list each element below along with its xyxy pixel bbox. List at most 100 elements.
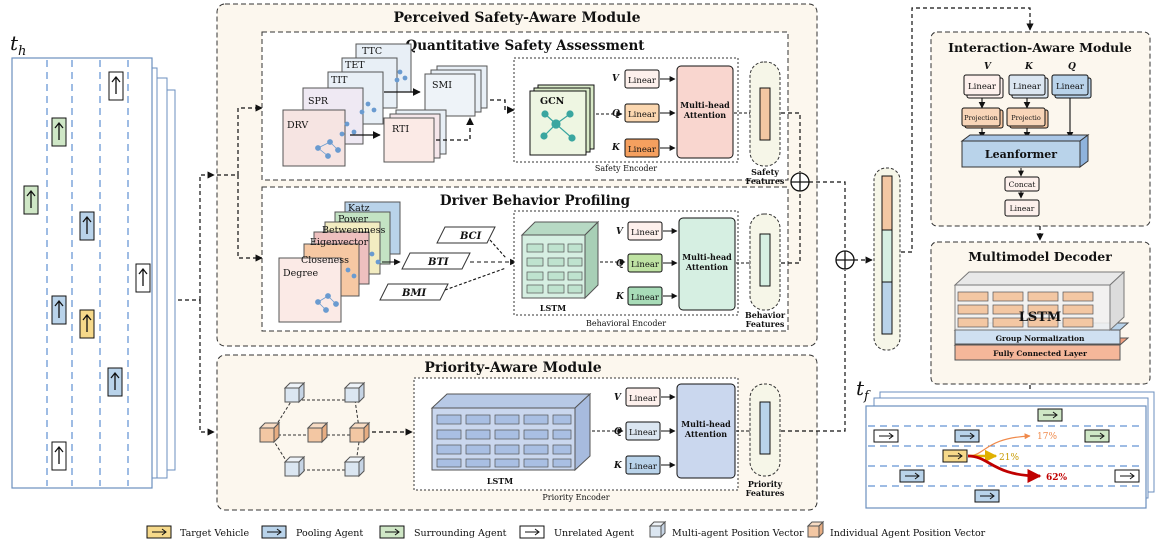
svg-text:Priority: Priority — [748, 479, 783, 489]
index-bti: BTI — [427, 257, 449, 268]
unrelated-agent — [135, 263, 151, 293]
legend-target: Target Vehicle — [180, 528, 249, 539]
svg-text:Interaction-Aware Module: Interaction-Aware Module — [948, 40, 1132, 55]
priority-module-title: Priority-Aware Module — [424, 360, 601, 376]
behavior-attention — [678, 217, 736, 311]
priority-attention — [676, 383, 736, 479]
safety-feature-vector — [759, 87, 771, 141]
legend-individual: Individual Agent Position Vector — [830, 528, 986, 539]
svg-text:Q: Q — [616, 259, 624, 269]
smi-stack: SMI — [424, 65, 488, 117]
behavior-qkv: V Linear Q Linear K Linear — [615, 221, 663, 306]
prob-17: 17% — [1037, 432, 1057, 442]
svg-text:Linear: Linear — [629, 394, 658, 404]
svg-text:Concat: Concat — [1009, 180, 1036, 189]
svg-text:Multi-head: Multi-head — [681, 419, 731, 429]
fused-feature-vector — [881, 175, 893, 335]
svg-text:Linear: Linear — [1056, 82, 1085, 92]
indicator-drv: DRV — [287, 120, 308, 131]
svg-text:Safety: Safety — [751, 167, 779, 177]
safety-qkv: V Linear Q Linear K Linear — [611, 69, 660, 158]
legend: Target Vehicle Pooling Agent Surrounding… — [146, 520, 986, 539]
prob-62: 62% — [1046, 473, 1068, 483]
gcn-label: GCN — [540, 96, 565, 107]
legend-pooling: Pooling Agent — [296, 528, 363, 539]
svg-text:Linear: Linear — [628, 76, 657, 86]
svg-text:V: V — [612, 74, 620, 84]
priority-cube-graph — [258, 381, 371, 478]
svg-text:V: V — [984, 62, 992, 72]
svg-text:Group Normalization: Group Normalization — [996, 334, 1085, 343]
safety-encoder-label: Safety Encoder — [595, 164, 657, 173]
future-agents — [873, 408, 1140, 503]
svg-text:K: K — [611, 143, 621, 153]
svg-text:Linear: Linear — [1010, 204, 1035, 213]
index-bmi: BMI — [401, 288, 427, 299]
quantitative-title: Quantitative Safety Assessment — [405, 38, 645, 54]
svg-text:Priority Encoder: Priority Encoder — [542, 493, 609, 502]
centrality-eigenvector: Eigenvector — [310, 237, 369, 248]
svg-text:Multimodel Decoder: Multimodel Decoder — [968, 249, 1112, 264]
svg-text:Linear: Linear — [631, 293, 660, 303]
driver-behavior-title: Driver Behavior Profiling — [440, 193, 631, 209]
surrounding-agent — [23, 185, 39, 215]
prediction-trajectories — [967, 433, 1042, 483]
centrality-betweenness: Betweenness — [322, 225, 386, 236]
prob-21: 21% — [999, 453, 1019, 463]
svg-text:LSTM: LSTM — [1019, 310, 1062, 325]
svg-text:Features: Features — [746, 488, 785, 498]
priority-lstm-block: LSTM — [430, 392, 592, 486]
gcn-stack: GCN — [529, 84, 595, 156]
svg-text:V: V — [616, 227, 624, 237]
future-road-stack — [865, 391, 1155, 509]
svg-text:Projection: Projection — [964, 114, 998, 122]
projection-layers: Projection Projectio — [961, 107, 1049, 129]
history-agents — [23, 71, 151, 471]
interaction-output-linear — [1004, 199, 1040, 217]
future-time-label: tf — [856, 376, 871, 404]
svg-text:Features: Features — [746, 176, 785, 186]
svg-text:Multi-head: Multi-head — [680, 100, 730, 110]
svg-text:Attention: Attention — [685, 262, 728, 272]
interaction-aware-module — [930, 31, 1151, 227]
history-split-arrows — [178, 171, 215, 436]
rti-label: RTI — [392, 124, 409, 135]
centrality-degree: Degree — [283, 268, 318, 279]
svg-text:V: V — [614, 393, 622, 403]
behavior-feature-vector — [759, 233, 771, 287]
svg-text:Behavioral Encoder: Behavioral Encoder — [586, 319, 666, 328]
svg-text:K: K — [1024, 62, 1034, 72]
svg-text:Attention: Attention — [683, 110, 726, 120]
svg-text:Behavior: Behavior — [745, 310, 786, 320]
svg-text:K: K — [615, 292, 625, 302]
surrounding-agent — [51, 117, 67, 147]
priority-qkv: V Linear Q Linear K Linear — [613, 387, 661, 475]
svg-text:Linear: Linear — [629, 462, 658, 472]
svg-text:Linear: Linear — [631, 260, 660, 270]
index-bci: BCI — [459, 231, 482, 242]
oplus-safety-behavior — [790, 172, 810, 192]
svg-text:Linear: Linear — [968, 82, 997, 92]
legend-unrelated: Unrelated Agent — [554, 528, 634, 539]
history-time-label: th — [10, 31, 26, 59]
svg-text:Linear: Linear — [628, 145, 657, 155]
pooling-agent — [107, 367, 123, 397]
behavior-lstm-block: LSTM — [520, 220, 600, 313]
behavior-indices: BCI BTI BMI — [379, 226, 496, 301]
legend-surrounding: Surrounding Agent — [414, 528, 507, 539]
svg-text:K: K — [613, 461, 623, 471]
target-vehicle — [79, 309, 95, 339]
indicator-ttc: TTC — [362, 46, 382, 57]
smi-label: SMI — [432, 80, 452, 91]
svg-text:Fully Connected Layer: Fully Connected Layer — [993, 349, 1088, 358]
svg-text:Linear: Linear — [629, 428, 658, 438]
svg-text:Linear: Linear — [1013, 82, 1042, 92]
unrelated-agent — [108, 71, 124, 101]
svg-text:Attention: Attention — [684, 429, 727, 439]
pooling-agent — [79, 211, 95, 241]
svg-text:LSTM: LSTM — [487, 476, 513, 486]
priority-feature-vector — [759, 401, 771, 455]
oplus-fusion — [835, 250, 855, 270]
perceived-module-title: Perceived Safety-Aware Module — [393, 10, 640, 26]
